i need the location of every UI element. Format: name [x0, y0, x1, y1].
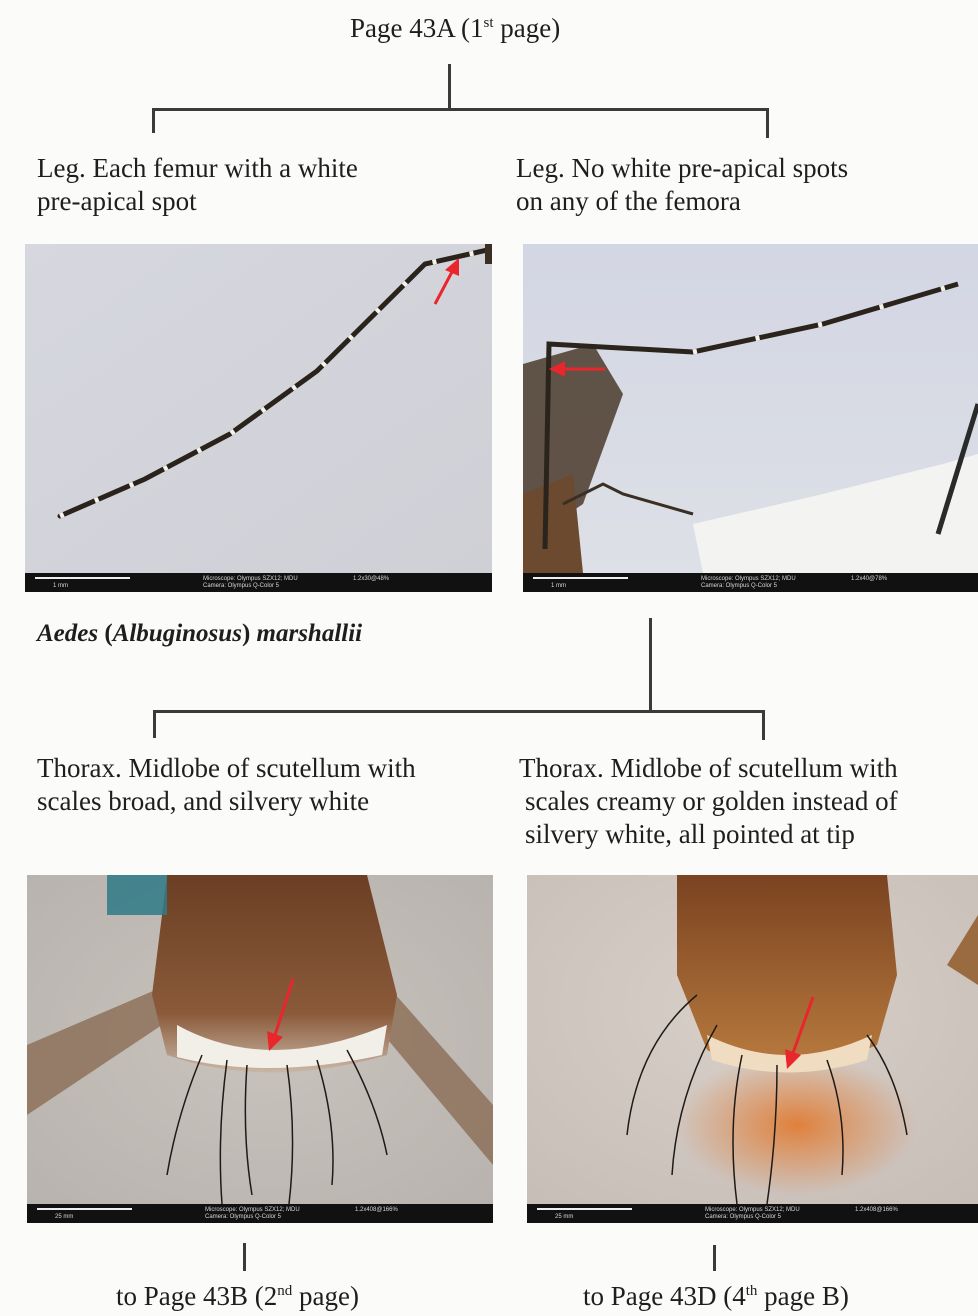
photo-leg-without-spot: 1 mm Microscope: Olympus SZX12; MDU Came… — [523, 244, 978, 592]
photo-caption-bar: 25 mm Microscope: Olympus SZX12; MDU Cam… — [527, 1204, 978, 1223]
page-title: Page 43A (1st page) — [350, 12, 560, 45]
species-genus: Aedes — [37, 620, 98, 647]
couplet2-left-label: Thorax. Midlobe of scutellum with scales… — [37, 752, 416, 818]
connector-right-drop-top — [766, 108, 769, 138]
connector-stem-top — [448, 64, 451, 110]
couplet1-left-label-line: Leg. Each femur with a white — [37, 152, 358, 185]
next-page-link-sup: nd — [277, 1283, 292, 1299]
magnification-info: 1.2x408@166% — [855, 1206, 898, 1214]
photo-thorax-golden: 25 mm Microscope: Olympus SZX12; MDU Cam… — [527, 875, 978, 1223]
connector-stem-mid — [649, 618, 652, 712]
next-page-link-right[interactable]: to Page 43D (4th page B) — [583, 1280, 849, 1313]
species-subgenus: Albuginosus — [113, 620, 242, 647]
next-page-link-sup: th — [746, 1283, 758, 1299]
magnification-info: 1.2x40@78% — [851, 575, 887, 583]
couplet1-left-label: Leg. Each femur with a white pre-apical … — [37, 152, 358, 218]
page-title-sup: st — [483, 15, 493, 31]
couplet2-right-label-line: scales creamy or golden instead of — [519, 785, 898, 818]
scale-bar — [537, 1208, 632, 1210]
species-paren-close: ) — [242, 620, 257, 647]
couplet1-right-label: Leg. No white pre-apical spots on any of… — [516, 152, 848, 218]
connector-left-drop-mid — [153, 710, 156, 738]
page-title-text: Page 43A (1 — [350, 13, 483, 43]
photo-caption-bar: 1 mm Microscope: Olympus SZX12; MDU Came… — [25, 573, 492, 592]
camera-info: Camera: Olympus Q-Color 5 — [705, 1213, 781, 1221]
scale-label: 25 mm — [555, 1213, 573, 1221]
connector-right-drop-mid — [762, 710, 765, 740]
scale-bar — [37, 1208, 132, 1210]
next-page-link-text-end: page B) — [757, 1281, 848, 1311]
couplet2-right-label-line: silvery white, all pointed at tip — [519, 818, 898, 851]
photo-caption-bar: 1 mm Microscope: Olympus SZX12; MDU Came… — [523, 573, 978, 592]
species-paren-open: ( — [98, 620, 113, 647]
connector-left-drop-top — [152, 108, 155, 133]
red-arrow-icon — [261, 975, 301, 1055]
species-result: Aedes (Albuginosus) marshallii — [37, 620, 362, 648]
scale-bar — [533, 577, 628, 579]
next-page-link-text-end: page) — [292, 1281, 359, 1311]
camera-info: Camera: Olympus Q-Color 5 — [203, 582, 279, 590]
photo-thorax-silvery: 25 mm Microscope: Olympus SZX12; MDU Cam… — [27, 875, 493, 1223]
couplet1-right-label-line: Leg. No white pre-apical spots — [516, 152, 848, 185]
next-page-link-text: to Page 43B (2 — [116, 1281, 277, 1311]
scale-bar — [35, 577, 130, 579]
magnification-info: 1.2x30@48% — [353, 575, 389, 583]
camera-info: Camera: Olympus Q-Color 5 — [205, 1213, 281, 1221]
couplet2-right-label: Thorax. Midlobe of scutellum with scales… — [519, 752, 898, 851]
species-epithet: marshallii — [257, 620, 363, 647]
red-arrow-icon — [547, 356, 607, 382]
connector-bracket-mid — [153, 710, 765, 713]
connector-footer-left — [243, 1243, 246, 1271]
camera-info: Camera: Olympus Q-Color 5 — [701, 582, 777, 590]
couplet2-right-label-line: Thorax. Midlobe of scutellum with — [519, 752, 898, 785]
couplet1-right-label-line: on any of the femora — [516, 185, 848, 218]
next-page-link-left[interactable]: to Page 43B (2nd page) — [116, 1280, 359, 1313]
couplet2-left-label-line: Thorax. Midlobe of scutellum with — [37, 752, 416, 785]
photo-caption-bar: 25 mm Microscope: Olympus SZX12; MDU Cam… — [27, 1204, 493, 1223]
magnification-info: 1.2x408@166% — [355, 1206, 398, 1214]
connector-footer-right — [713, 1245, 716, 1271]
scale-label: 1 mm — [551, 582, 566, 590]
couplet1-left-label-line: pre-apical spot — [37, 185, 358, 218]
red-arrow-icon — [779, 993, 819, 1073]
couplet2-left-label-line: scales broad, and silvery white — [37, 785, 416, 818]
page-title-text-end: page) — [494, 13, 561, 43]
red-arrow-icon — [429, 256, 465, 308]
connector-bracket-top — [152, 108, 769, 111]
next-page-link-text: to Page 43D (4 — [583, 1281, 746, 1311]
scale-label: 1 mm — [53, 582, 68, 590]
photo-leg-with-spot: 1 mm Microscope: Olympus SZX12; MDU Came… — [25, 244, 492, 592]
scale-label: 25 mm — [55, 1213, 73, 1221]
